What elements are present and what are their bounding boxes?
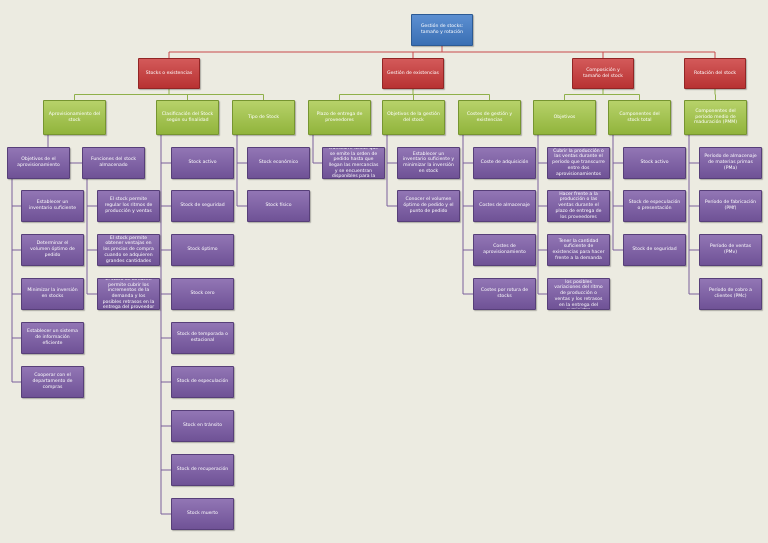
leaf-node[interactable]: Stock físico [247, 190, 310, 222]
node-composicion-tamano[interactable]: Composición y tamaño del stock [572, 58, 634, 89]
leaf-node[interactable]: Cubrir la producción o las ventas durant… [547, 147, 610, 179]
node-objetivos-gestion[interactable]: Objetivos de la gestión del stock [382, 100, 445, 135]
leaf-node[interactable]: Stock cero [171, 278, 234, 310]
leaf-node[interactable]: Costes por rotura de stocks [473, 278, 536, 310]
leaf-node[interactable]: Establecer un sistema de información efi… [21, 322, 84, 354]
leaf-node[interactable]: Stock de especulación [171, 366, 234, 398]
leaf-node[interactable]: Determinar el volumen óptimo de pedido [21, 234, 84, 266]
leaf-node[interactable]: El stock permite obtener ventajas en los… [97, 234, 160, 266]
node-costes-gestion[interactable]: Costes de gestión y existencias [458, 100, 521, 135]
leaf-node[interactable]: Stock activo [171, 147, 234, 179]
leaf-node[interactable]: Costes de almacenaje [473, 190, 536, 222]
node-stocks-existencias[interactable]: Stocks o existencias [138, 58, 200, 89]
node-aprovisionamiento[interactable]: Aprovisionamiento del stock [43, 100, 106, 135]
leaf-node[interactable]: Tener la cantidad suficiente de existenc… [547, 234, 610, 266]
node-clasificacion-stock[interactable]: Clasificación del Stock según su finalid… [156, 100, 219, 135]
leaf-node[interactable]: Establecer un inventario suficiente y mi… [397, 147, 460, 179]
leaf-node[interactable]: Stock de temporada o estacional [171, 322, 234, 354]
leaf-node[interactable]: Período de ventas (PMv) [699, 234, 762, 266]
node-rotacion-stock[interactable]: Rotación del stock [684, 58, 746, 89]
node-componentes-stock[interactable]: Componentes del stock total [608, 100, 671, 135]
leaf-node[interactable]: El stock permite regular los ritmos de p… [97, 190, 160, 222]
leaf-node[interactable]: Es el tiempo que transcurre desde que se… [322, 147, 385, 179]
leaf-node[interactable]: Estar preparado ante los posibles variac… [547, 278, 610, 310]
leaf-node[interactable]: Cooperar con el departamento de compras [21, 366, 84, 398]
node-tipo-stock[interactable]: Tipo de Stock [232, 100, 295, 135]
leaf-node[interactable]: Minimizar la inversión en stocks [21, 278, 84, 310]
leaf-node[interactable]: Stock óptimo [171, 234, 234, 266]
node-componentes-pmm[interactable]: Componentes del período medio de madurac… [684, 100, 747, 135]
leaf-node[interactable]: Stock activo [623, 147, 686, 179]
leaf-node[interactable]: Stock económico [247, 147, 310, 179]
leaf-node[interactable]: Período de fabricación (PMf) [699, 190, 762, 222]
leaf-node[interactable]: Período de cobro a clientes (PMc) [699, 278, 762, 310]
leaf-node[interactable]: Establecer un inventario suficiente [21, 190, 84, 222]
leaf-node[interactable]: Coste de adquisición [473, 147, 536, 179]
leaf-node[interactable]: Stock de especulación o presentación [623, 190, 686, 222]
node-funciones-stock[interactable]: Funciones del stock almacenado [82, 147, 145, 179]
node-gestion-existencias[interactable]: Gestión de existencias [382, 58, 444, 89]
leaf-node[interactable]: Stock muerto [171, 498, 234, 530]
leaf-node[interactable]: Período de almacenaje de materias primas… [699, 147, 762, 179]
leaf-node[interactable]: Costes de aprovisionamiento [473, 234, 536, 266]
leaf-node[interactable]: Stock de recuperación [171, 454, 234, 486]
leaf-node[interactable]: Stock en tránsito [171, 410, 234, 442]
root-node[interactable]: Gestión de stocks: tamaño y rotación [411, 14, 473, 46]
leaf-node[interactable]: Hacer frente a la producción o las venta… [547, 190, 610, 222]
leaf-node[interactable]: Stock de seguridad [623, 234, 686, 266]
node-objetivos-aprovisionamiento[interactable]: Objetivos de el aprovisionamiento [7, 147, 70, 179]
node-objetivos[interactable]: Objetivos [533, 100, 596, 135]
leaf-node[interactable]: El stock de almacén permite cubrir los i… [97, 278, 160, 310]
leaf-node[interactable]: Conocer el volumen óptimo de pedido y el… [397, 190, 460, 222]
leaf-node[interactable]: Stock de seguridad [171, 190, 234, 222]
node-plazo-entrega[interactable]: Plazo de entrega de proveedores [308, 100, 371, 135]
